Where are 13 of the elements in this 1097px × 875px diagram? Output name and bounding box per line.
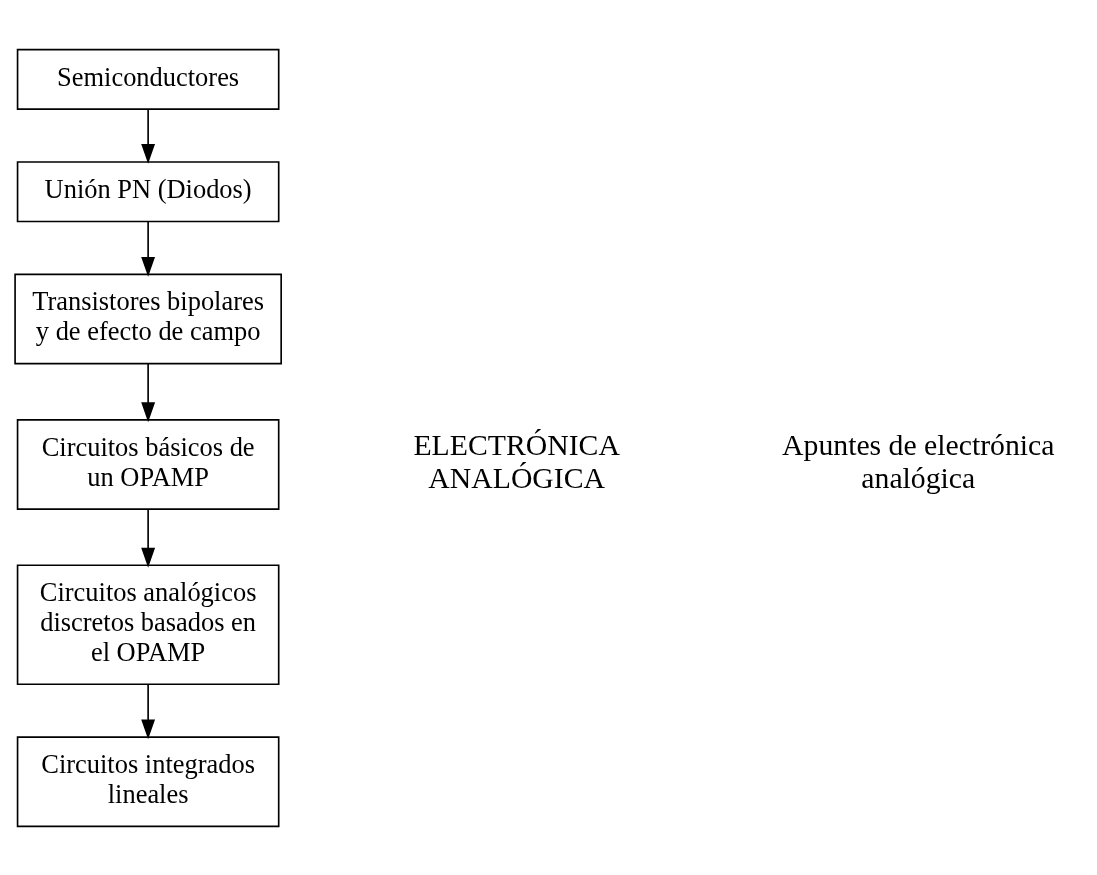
label: Apuntes de electrónica analógica: [782, 427, 1055, 494]
arrow: [141, 108, 156, 164]
arrow: [141, 362, 156, 422]
node-box: Circuitos analógicos discretos basados en el OPAMP: [16, 563, 280, 685]
arrow: [141, 508, 156, 568]
node-box: Unión PN (Diodos): [16, 160, 280, 222]
node-box: Circuitos integrados lineales: [16, 735, 280, 827]
arrow: [141, 220, 156, 277]
node-box: Circuitos básicos de un OPAMP: [16, 418, 280, 510]
arrow: [141, 683, 156, 739]
node-box: Semiconductores: [16, 48, 280, 110]
label: ELECTRÓNICA ANALÓGICA: [413, 427, 620, 494]
node-box: Transistores bipolares y de efecto de campo: [14, 273, 282, 364]
